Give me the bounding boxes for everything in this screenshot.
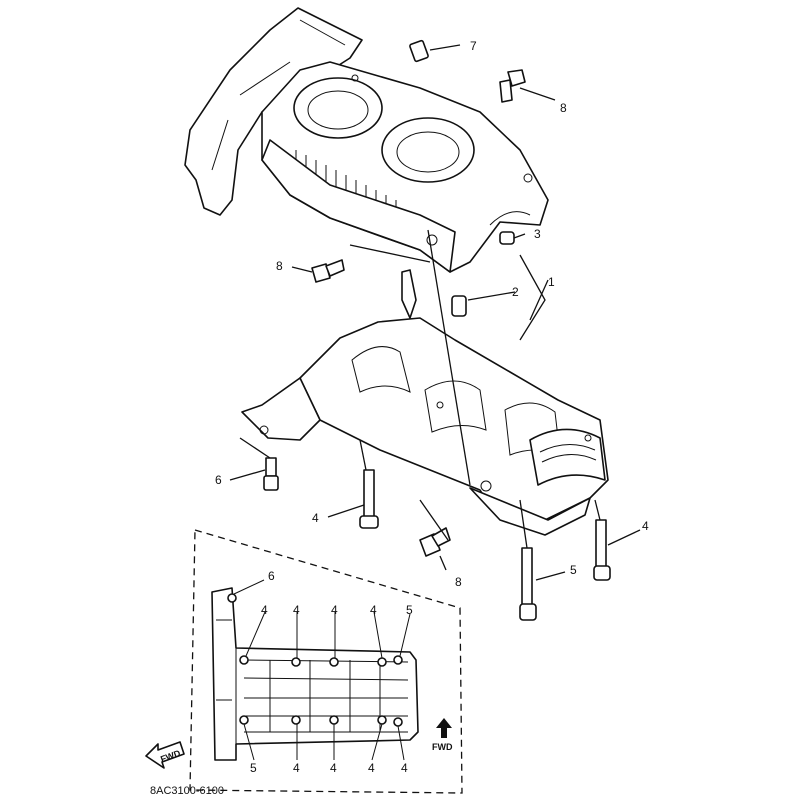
inset-label-top-6: 5 [406, 603, 413, 617]
callout-2: 2 [512, 285, 519, 299]
part-4-bolt-left [359, 469, 379, 529]
callout-8-lower: 8 [455, 575, 462, 589]
callout-4-right: 4 [642, 519, 649, 533]
callout-5: 5 [570, 563, 577, 577]
part-8-bolt-left [311, 259, 345, 283]
inset-label-bottom-1: 5 [250, 761, 257, 775]
part-7-plug [409, 39, 429, 63]
part-4-bolt-right [593, 519, 611, 581]
callout-3: 3 [534, 227, 541, 241]
fwd-arrow-label: FWD [432, 742, 453, 752]
inset-label-bottom-4: 4 [368, 761, 375, 775]
inset-label-bottom-5: 4 [401, 761, 408, 775]
fwd-up-arrow-icon [436, 718, 452, 738]
assembly-lines [229, 44, 641, 581]
part-8-bolt-upper [499, 69, 526, 103]
fwd-badge-arrow-icon [145, 741, 185, 769]
lower-crankcase [241, 269, 609, 536]
callout-8-left: 8 [276, 259, 283, 273]
inset-label-top-2: 4 [261, 603, 268, 617]
callout-6: 6 [215, 473, 222, 487]
inset-label-top-3: 4 [293, 603, 300, 617]
part-6-bolt [263, 457, 279, 491]
bottom-view-inset [189, 529, 463, 794]
drawing-code: 8AC3100-6100 [150, 785, 224, 797]
part-2-dowel [451, 295, 467, 317]
inset-label-top-4: 4 [331, 603, 338, 617]
inset-label-bottom-3: 4 [330, 761, 337, 775]
upper-crankcase [184, 7, 549, 273]
inset-label-top-1: 6 [268, 569, 275, 583]
callout-7: 7 [470, 39, 477, 53]
part-8-bolt-lower [419, 527, 451, 557]
part-3-dowel [499, 231, 515, 245]
inset-label-top-5: 4 [370, 603, 377, 617]
callout-4-left: 4 [312, 511, 319, 525]
callout-1: 1 [548, 275, 555, 289]
inset-label-bottom-2: 4 [293, 761, 300, 775]
callout-8-upper: 8 [560, 101, 567, 115]
part-5-bolt [519, 547, 537, 621]
